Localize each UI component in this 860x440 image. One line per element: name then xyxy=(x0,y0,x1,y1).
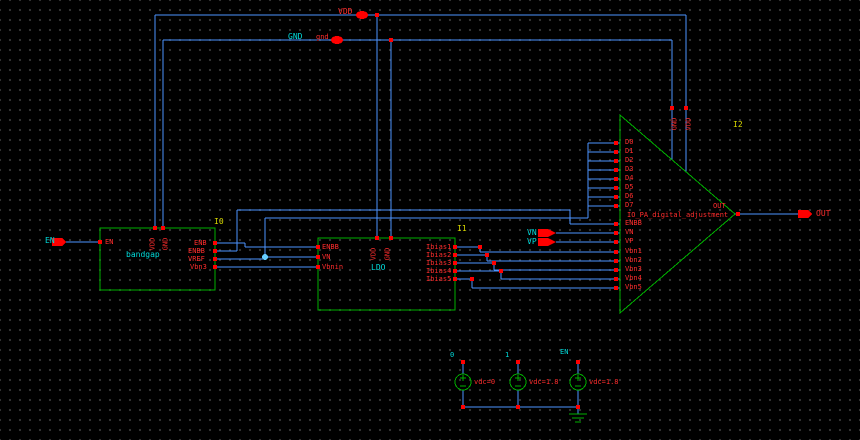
adjust-pin-enbb: ENBB xyxy=(625,219,642,227)
adjust-pin-vbn5: Vbn5 xyxy=(625,283,642,291)
source-net-label-1[interactable]: 1 xyxy=(505,351,510,359)
ldo-symbol[interactable] xyxy=(317,237,456,311)
adjust-pin-d6: D6 xyxy=(625,192,634,200)
bandgap-instance-label[interactable]: I0 xyxy=(214,217,224,226)
bandgap-pin-vref: VREF xyxy=(188,255,205,263)
adjust-pin-vbn1: Vbn1 xyxy=(625,247,642,255)
adjust-pin-vbn3: Vbn3 xyxy=(625,265,642,273)
vdd-pin-label[interactable]: VDD xyxy=(338,7,353,16)
out-port-pin[interactable] xyxy=(798,210,812,218)
ldo-pin-gnd: GND xyxy=(383,247,392,261)
adjust-pin-out: OUT xyxy=(713,202,726,210)
adjust-pin-d1: D1 xyxy=(625,147,634,155)
source-net-label-en[interactable]: EN xyxy=(560,348,569,356)
gnd-net-label[interactable]: GND xyxy=(288,32,303,41)
ground-symbol[interactable] xyxy=(569,413,587,423)
bandgap-pin-enb: ENB xyxy=(194,239,207,247)
adjust-pin-gnd: GND xyxy=(670,117,679,131)
source-value-1: vdc=1.8 xyxy=(529,378,559,386)
ldo-pin-ibias2: Ibias2 xyxy=(426,251,452,259)
adjust-pin-vdd: VDD xyxy=(684,117,693,131)
vdc-source-1[interactable] xyxy=(509,373,527,391)
gnd-pin-label: gnd xyxy=(316,33,329,41)
vdd-port-pin[interactable] xyxy=(356,11,368,19)
adjust-pin-vn: VN xyxy=(625,228,634,236)
adjust-pin-d3: D3 xyxy=(625,165,634,173)
adjust-cell-label: IO_PA_digital_adjustment xyxy=(627,211,729,219)
digital-adjustment-symbol[interactable] xyxy=(619,113,736,315)
vp-port-pin[interactable] xyxy=(538,238,556,246)
adjust-pin-d5: D5 xyxy=(625,183,634,191)
adjust-pin-d0: D0 xyxy=(625,138,634,146)
source-value-2: vdc=1.8 xyxy=(589,378,619,386)
adjust-instance-label[interactable]: I2 xyxy=(733,120,743,129)
ldo-cell-label: LDO xyxy=(371,263,386,272)
bandgap-pin-vdd: VDD xyxy=(148,237,157,251)
source-net-label-0[interactable]: 0 xyxy=(450,351,455,359)
adjust-pin-d2: D2 xyxy=(625,156,634,164)
port-en-label[interactable]: EN xyxy=(45,236,55,245)
pin-squares xyxy=(98,13,740,409)
port-out-label[interactable]: OUT xyxy=(816,209,831,218)
vdc-source-2[interactable] xyxy=(569,373,587,391)
ldo-pin-ibias5: Ibias5 xyxy=(426,275,452,283)
ldo-pin-vbnin: Vbnin xyxy=(322,263,344,271)
ldo-instance-label[interactable]: I1 xyxy=(457,224,467,233)
adjust-pin-vbn4: Vbn4 xyxy=(625,274,642,282)
bandgap-cell-label: bandgap xyxy=(126,250,160,259)
adjust-pin-d7: D7 xyxy=(625,201,634,209)
adjust-pin-d4: D4 xyxy=(625,174,634,182)
ldo-pin-ibias4: Ibias4 xyxy=(426,267,452,275)
bandgap-pin-vbn3: Vbn3 xyxy=(190,263,207,271)
ldo-pin-vn: VN xyxy=(322,253,331,261)
vn-port-pin[interactable] xyxy=(538,229,556,237)
bandgap-pin-enbb: ENBB xyxy=(188,247,205,255)
junction-dot xyxy=(262,254,268,260)
source-value-0: vdc=0 xyxy=(474,378,496,386)
ldo-pin-vdd: VDD xyxy=(369,247,378,261)
plus-minus-marks xyxy=(460,375,581,387)
adjust-pin-vp: VP xyxy=(625,237,634,245)
port-vp-label[interactable]: VP xyxy=(527,237,537,246)
vdc-source-0[interactable] xyxy=(454,373,472,391)
ldo-pin-ibias3: Ibias3 xyxy=(426,259,452,267)
gnd-port-pin[interactable] xyxy=(331,36,343,44)
port-vn-label[interactable]: VN xyxy=(527,228,537,237)
bandgap-pin-gnd: GND xyxy=(161,237,170,251)
ldo-pin-ibias1: Ibias1 xyxy=(426,243,452,251)
adjust-pin-vbn2: Vbn2 xyxy=(625,256,642,264)
en-port-pin[interactable] xyxy=(52,238,66,246)
bandgap-pin-en: EN xyxy=(105,238,114,246)
ldo-pin-enbb: ENBB xyxy=(322,243,339,251)
